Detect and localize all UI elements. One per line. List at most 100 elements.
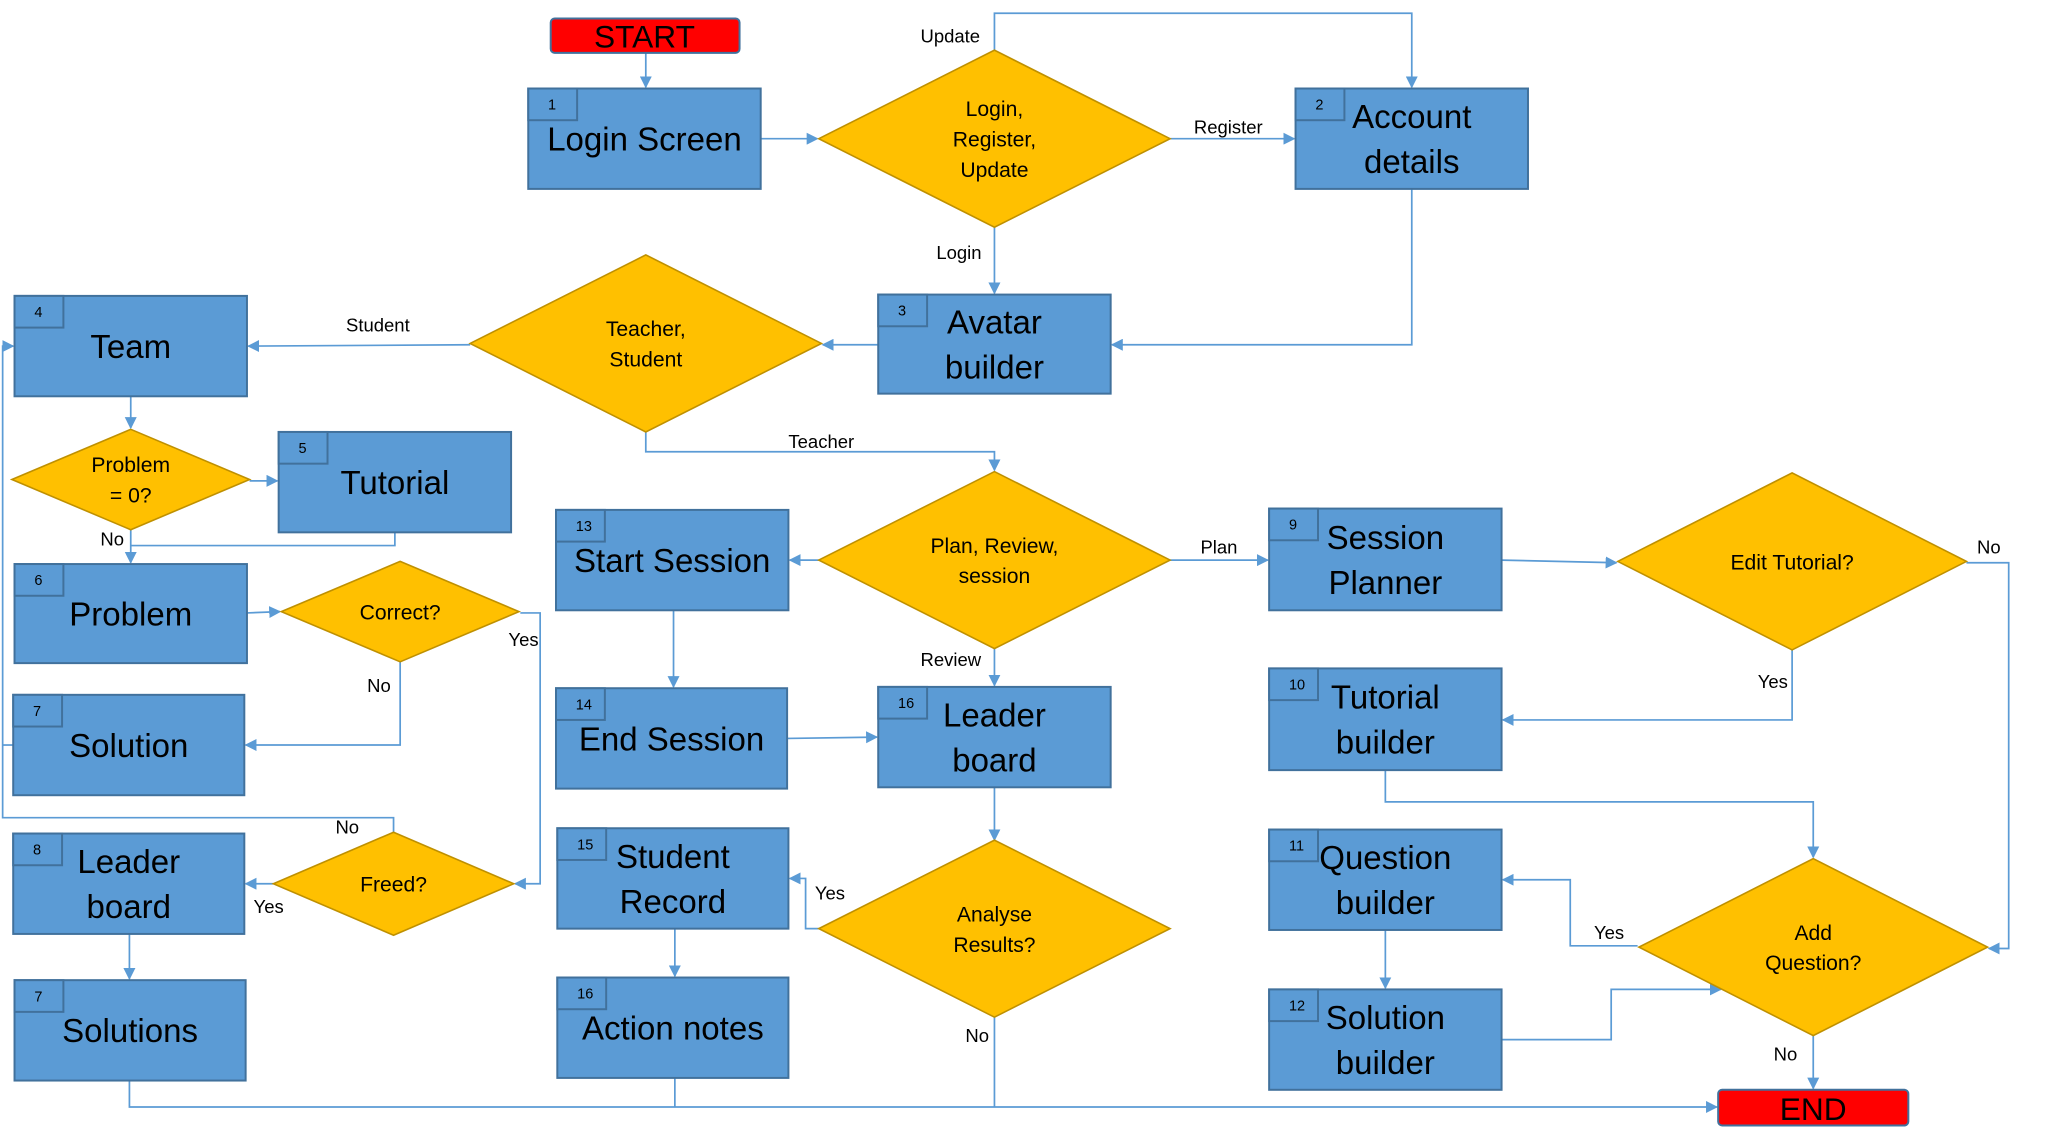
box-label: Planner (1328, 564, 1442, 601)
step-number: 16 (898, 696, 914, 712)
decision-label: session (959, 565, 1031, 588)
box-label: board (952, 741, 1036, 778)
box-label: Account (1352, 98, 1471, 135)
edge-label-correct-no: No (367, 675, 391, 696)
decision-label: Login, (966, 98, 1024, 121)
step-number-tab (12, 693, 64, 728)
decision-freed[interactable]: Freed? (271, 831, 516, 937)
decision-label: Add (1794, 922, 1832, 945)
step-number: 3 (898, 304, 906, 320)
decision-edit-tutorial[interactable]: Edit Tutorial? (1616, 472, 1969, 651)
step-number: 15 (577, 837, 593, 853)
edge-tutorial-to-problem (130, 532, 396, 547)
decision-problem-zero[interactable]: Problem= 0? (9, 428, 252, 531)
step-number: 1 (548, 98, 556, 114)
box-label: End Session (579, 720, 764, 757)
edge-label-edit-yes: Yes (1758, 671, 1788, 692)
edge-labels: Update Register Login Student Teacher No… (100, 25, 2000, 1064)
edge-label-teacher: Teacher (788, 431, 854, 452)
step-number: 14 (576, 697, 592, 713)
box-label: builder (945, 348, 1044, 385)
step-number: 7 (34, 989, 42, 1005)
decision-correct[interactable]: Correct? (279, 560, 522, 663)
end-terminal[interactable]: END (1717, 1088, 1910, 1127)
edge-label-register: Register (1194, 116, 1263, 137)
edge-label-add-no: No (1774, 1044, 1798, 1065)
edge-label-analyse-no: No (965, 1025, 989, 1046)
edge-label-freed-no: No (335, 817, 359, 838)
step-number-tab (1268, 828, 1319, 863)
edge-correct-yes (513, 612, 542, 890)
decision-teacher-student[interactable]: Teacher, Student (468, 254, 824, 433)
step-number: 11 (1289, 839, 1304, 855)
step-number: 7 (33, 704, 41, 720)
box-label: Team (90, 328, 171, 365)
edge-label-analyse-yes: Yes (815, 883, 845, 904)
decision-label: Edit Tutorial? (1730, 551, 1853, 574)
step-number-tab (1268, 507, 1319, 542)
end-label: END (1780, 1091, 1847, 1127)
step-number-tab (277, 430, 329, 465)
edge-label-review: Review (920, 649, 981, 670)
edge-edit-yes (1501, 649, 1793, 726)
start-terminal[interactable]: START (549, 17, 741, 55)
step-number: 16 (577, 987, 593, 1003)
decision-label: Student (609, 349, 682, 372)
edge-teacher (644, 431, 1001, 472)
step-number-tab (877, 685, 929, 720)
edge-end-session-to-leaderboard (787, 731, 879, 744)
step-number: 9 (1289, 518, 1297, 534)
decision-login-register-update[interactable]: Login, Register, Update (817, 49, 1172, 229)
decision-label: Analyse (957, 903, 1032, 926)
decision-label: Freed? (360, 874, 427, 897)
step-number: 5 (298, 441, 306, 457)
edge-correct-no (244, 661, 402, 752)
step-number: 13 (576, 519, 592, 535)
box-label: details (1364, 143, 1459, 180)
decision-label: Problem (91, 454, 170, 477)
decision-label: Plan, Review, (930, 535, 1058, 558)
process-box-question-builder[interactable]: 11 Question builder (1268, 828, 1503, 931)
box-label: builder (1336, 884, 1435, 921)
box-label: Solutions (62, 1012, 198, 1049)
process-box-avatar-builder[interactable]: 3 Avatar builder (877, 293, 1112, 395)
step-number: 12 (1289, 999, 1305, 1015)
decision-label: Register, (953, 129, 1036, 152)
box-label: Start Session (574, 542, 770, 579)
box-label: board (87, 888, 171, 925)
edge-analyse-yes (788, 872, 819, 930)
edge-add-yes (1501, 873, 1638, 947)
box-label: builder (1336, 1044, 1435, 1081)
connectors (1, 12, 2010, 1113)
step-number-tab (1294, 87, 1346, 122)
step-number: 4 (34, 305, 42, 321)
decision-label: Update (960, 159, 1028, 182)
decision-plan-review-session[interactable]: Plan, Review, session (817, 470, 1172, 650)
step-number-tab (877, 293, 929, 328)
edge-tutorial-builder-to-add-question (1384, 770, 1820, 859)
decision-label: Teacher, (606, 318, 686, 341)
box-label: Avatar (947, 304, 1042, 341)
box-label: Question (1319, 839, 1451, 876)
step-number-tab (556, 827, 608, 861)
